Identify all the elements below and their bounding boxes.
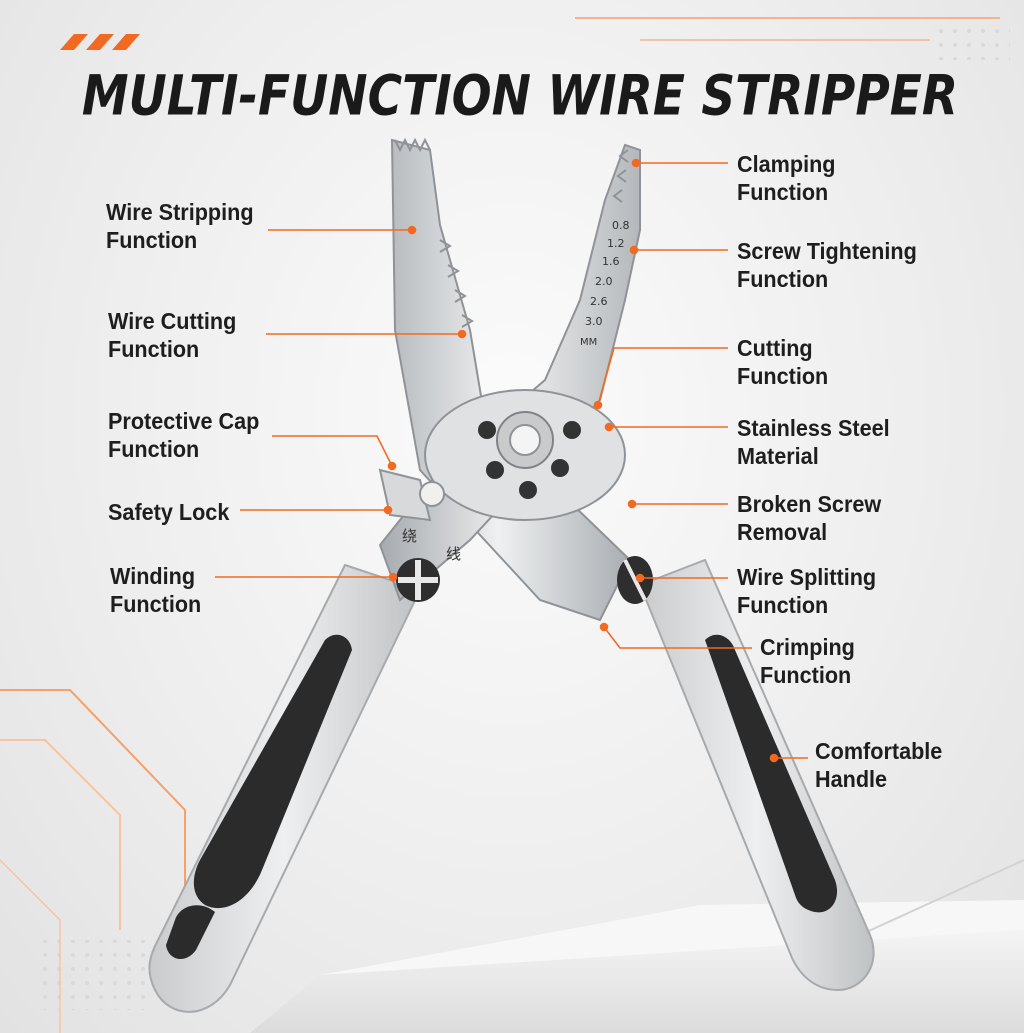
- label-crimping: Crimping Function: [760, 633, 855, 689]
- label-line: Screw Tightening: [737, 238, 917, 264]
- label-line: Broken Screw: [737, 491, 882, 517]
- label-safety-lock: Safety Lock: [108, 498, 229, 526]
- gauge-mark: 2.6: [590, 295, 608, 308]
- jaw-character: 绕: [402, 528, 417, 545]
- label-line: Clamping: [737, 151, 836, 177]
- label-line: Cutting: [737, 335, 813, 361]
- gauge-mark: 1.6: [602, 255, 620, 268]
- label-line: Function: [108, 436, 200, 462]
- label-line: Function: [108, 336, 200, 362]
- label-wire-splitting: Wire Splitting Function: [737, 563, 876, 619]
- label-line: Protective Cap: [108, 408, 260, 434]
- label-line: Safety Lock: [108, 499, 230, 525]
- winding-hole: [396, 558, 440, 602]
- jaw-character: 线: [446, 546, 461, 563]
- page-title: MULTI-FUNCTION WIRE STRIPPER: [81, 64, 959, 129]
- label-line: Winding: [110, 563, 196, 589]
- pivot-plate: [424, 389, 626, 521]
- label-line: Function: [110, 591, 202, 617]
- label-screw-tightening: Screw Tightening Function: [737, 237, 917, 293]
- gauge-mark: 2.0: [595, 275, 613, 288]
- label-line: Material: [737, 443, 819, 469]
- label-comfortable-handle: Comfortable Handle: [815, 737, 942, 793]
- label-line: Stainless Steel: [737, 415, 890, 441]
- label-wire-cutting: Wire Cutting Function: [108, 307, 236, 363]
- label-line: Function: [106, 227, 198, 253]
- gauge-mark: 3.0: [585, 315, 603, 328]
- label-clamping: Clamping Function: [737, 150, 835, 206]
- gauge-mark: 1.2: [607, 237, 625, 250]
- label-cutting: Cutting Function: [737, 334, 828, 390]
- label-line: Handle: [815, 766, 888, 792]
- left-handle: [148, 563, 422, 1013]
- right-handle: [638, 558, 875, 992]
- label-broken-screw: Broken Screw Removal: [737, 490, 881, 546]
- label-line: Function: [737, 266, 829, 292]
- label-line: Wire Cutting: [108, 308, 237, 334]
- label-line: Function: [737, 179, 829, 205]
- label-line: Removal: [737, 519, 828, 545]
- label-stainless-steel: Stainless Steel Material: [737, 414, 890, 470]
- label-line: Function: [760, 662, 852, 688]
- label-protective-cap: Protective Cap Function: [108, 407, 259, 463]
- label-line: Function: [737, 592, 829, 618]
- label-line: Crimping: [760, 634, 855, 660]
- label-winding: Winding Function: [110, 562, 201, 618]
- label-line: Comfortable: [815, 738, 943, 764]
- label-line: Wire Stripping: [106, 199, 254, 225]
- gauge-scale: 0.8 1.2 1.6 2.0 2.6 3.0 MM: [580, 219, 630, 348]
- label-line: Wire Splitting: [737, 564, 877, 590]
- label-line: Function: [737, 363, 829, 389]
- gauge-mark: MM: [580, 337, 597, 348]
- label-wire-stripping: Wire Stripping Function: [106, 198, 254, 254]
- wire-splitting-hole: [617, 556, 653, 604]
- safety-lock: [378, 468, 445, 522]
- gauge-mark: 0.8: [612, 219, 630, 232]
